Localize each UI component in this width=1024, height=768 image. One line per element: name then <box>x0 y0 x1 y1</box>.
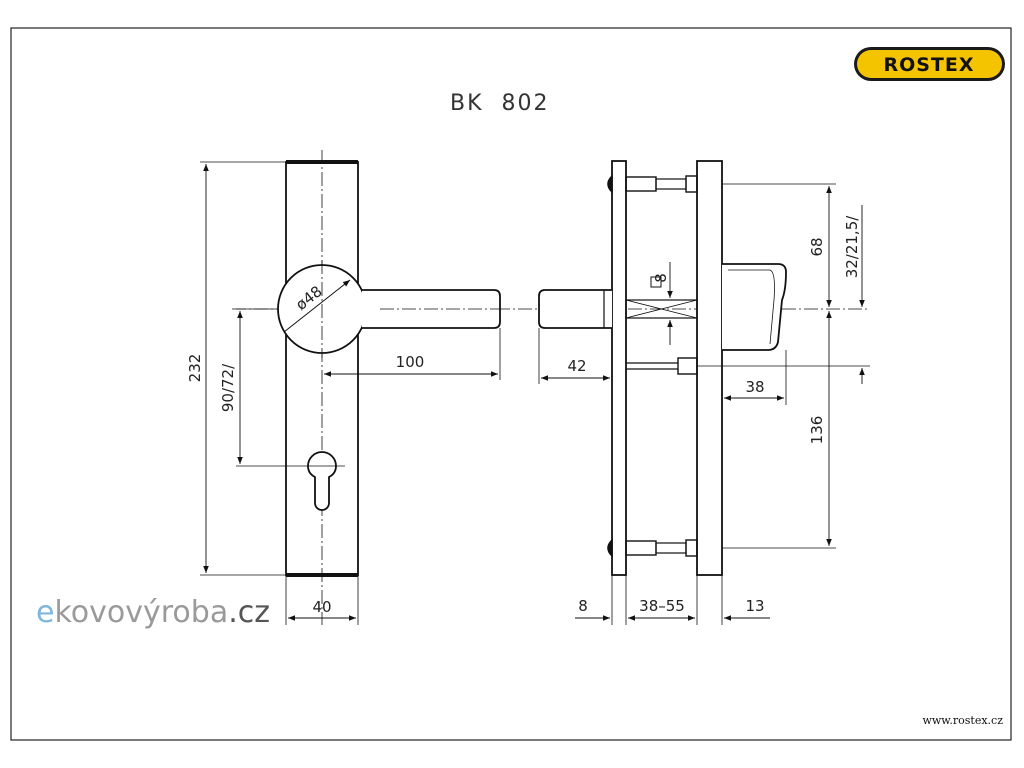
side-front-plate <box>611 160 627 576</box>
dim-upper-alt: 32/21,5/ <box>843 215 861 279</box>
logo-text: ROSTEX <box>883 54 974 76</box>
dim-lower: 136 <box>808 416 826 445</box>
upper-screw <box>607 174 613 194</box>
drawing-title: BK 802 <box>450 91 550 116</box>
logo-badge <box>857 50 1002 78</box>
back-pull <box>722 263 787 351</box>
lower-screw <box>607 538 613 558</box>
watermark-prefix: e <box>36 595 54 630</box>
dim-center-distance: 90/72/ <box>219 363 237 412</box>
dim-back-plate: 13 <box>745 597 764 615</box>
dim-plate-thickness: 8 <box>578 597 588 615</box>
dim-cylinder: 38 <box>745 378 764 396</box>
watermark: ekovovýroba.cz <box>36 595 270 630</box>
drawing-frame <box>10 27 1012 741</box>
keyhole <box>307 451 337 511</box>
dim-spindle-projection: 42 <box>567 357 586 375</box>
spindle <box>538 289 612 329</box>
side-view <box>538 160 870 625</box>
dim-handle-length: 100 <box>396 353 425 371</box>
watermark-suffix: .cz <box>228 595 270 630</box>
side-back-plate <box>696 160 723 576</box>
dim-spindle-square: 8 <box>652 273 670 283</box>
front-view <box>200 150 870 625</box>
dim-door-thickness: 38–55 <box>639 597 685 615</box>
watermark-middle: kovovýroba <box>54 595 228 630</box>
dim-upper: 68 <box>808 237 826 256</box>
rostex-logo: ROSTEX <box>854 47 1005 81</box>
dim-height: 232 <box>186 354 204 383</box>
dim-width: 40 <box>312 598 331 616</box>
website-url: www.rostex.cz <box>922 714 1003 727</box>
